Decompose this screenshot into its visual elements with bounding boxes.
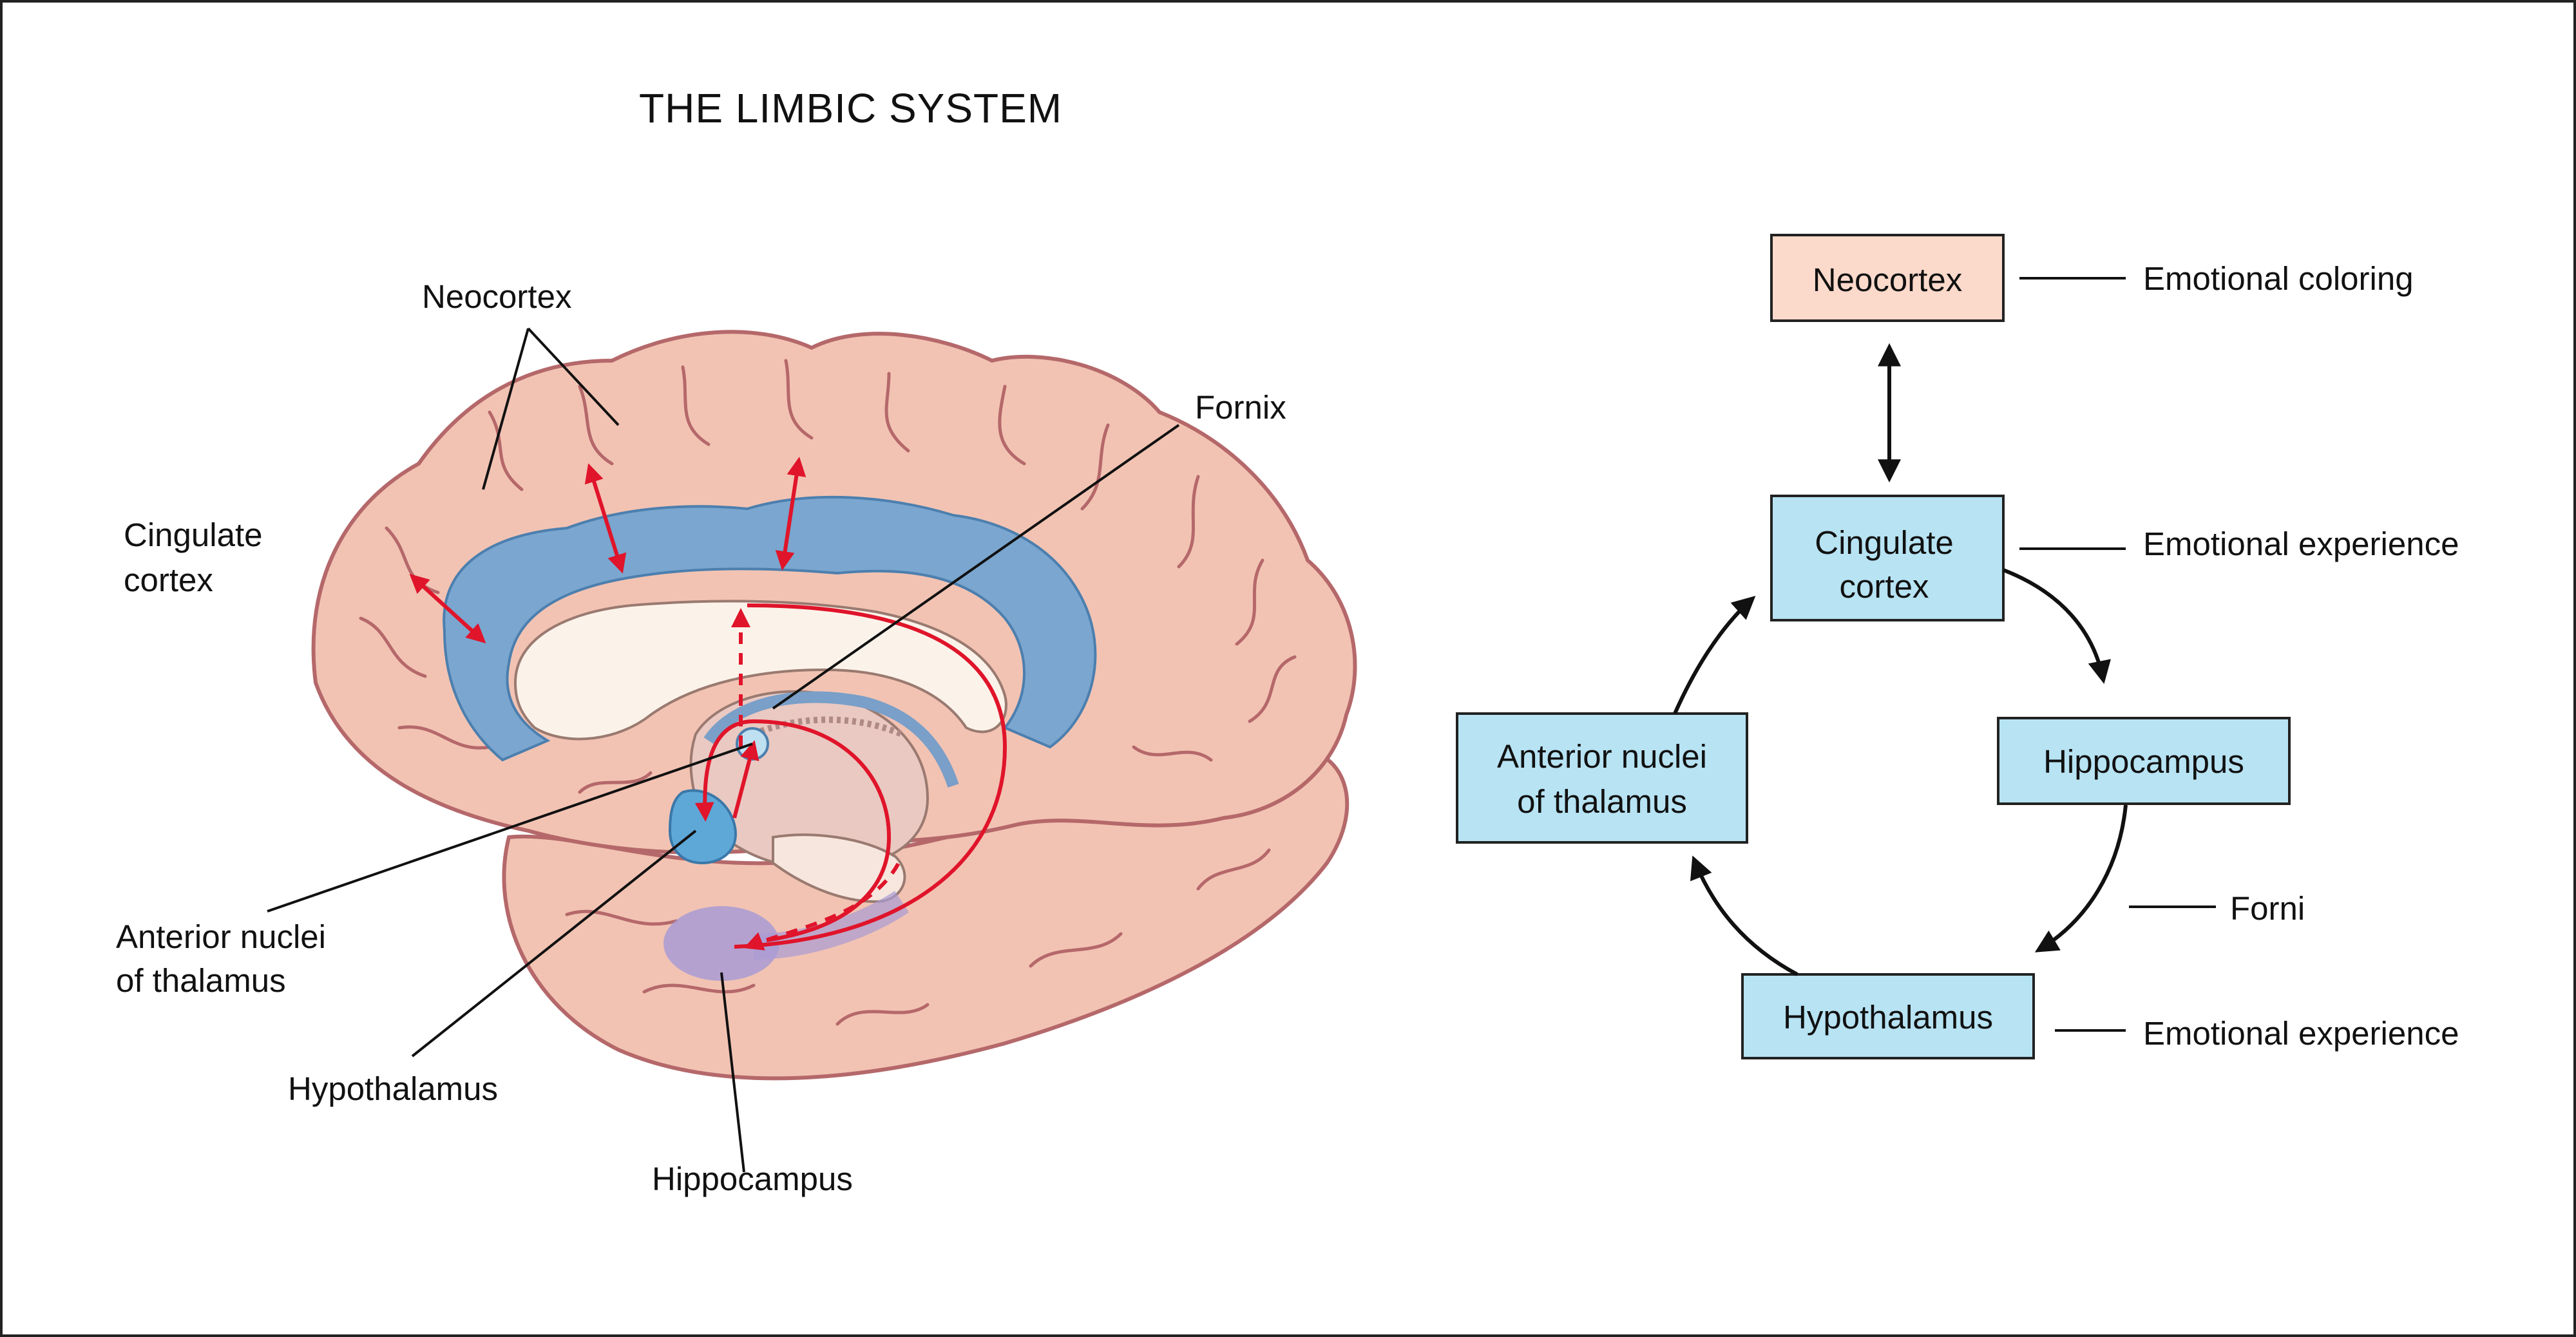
box-anterior-label-line1: Anterior nuclei <box>1497 738 1707 775</box>
box-anterior-label-line2: of thalamus <box>1517 783 1687 820</box>
neocortex-leader-1 <box>482 328 530 490</box>
hippocampus-shape <box>663 906 779 981</box>
brainstem <box>772 833 906 904</box>
cortex-cingulate-arrow-1 <box>409 573 486 644</box>
arrow-anterior-cingulate <box>1673 596 1756 715</box>
label-cingulate-line2: cortex <box>124 562 213 598</box>
label-anterior-nuclei-line2: of thalamus <box>116 962 286 999</box>
brain-illustration <box>311 330 1357 1081</box>
corpus-callosum <box>513 600 1007 741</box>
arrow-hypothalamus-anterior <box>1690 855 1798 976</box>
fornix-leader <box>772 424 1180 710</box>
hypothalamus-thalamus-arrow <box>732 740 759 819</box>
note-cingulate-emotional-experience: Emotional experience <box>2143 526 2459 562</box>
box-hippocampus-label: Hippocampus <box>2043 743 2244 780</box>
box-neocortex <box>1770 234 2005 322</box>
box-cingulate-label-line1: Cingulate <box>1815 524 1953 561</box>
cortex-cingulate-arrow-3 <box>775 457 806 571</box>
hypothalamus-leader <box>411 830 697 1057</box>
note-hypothalamus-emotional-experience: Emotional experience <box>2143 1015 2459 1052</box>
fornix-pathway-arrow <box>694 719 892 942</box>
anterior-nuclei-leader <box>267 743 753 913</box>
label-hypothalamus: Hypothalamus <box>288 1070 498 1107</box>
flow-arrows <box>1673 343 2128 976</box>
fornix-arch <box>703 691 959 788</box>
box-cingulate-cortex <box>1770 495 2005 621</box>
note-forni: Forni <box>2230 890 2305 927</box>
hypothalamus-shape <box>668 789 737 865</box>
hippocampus-leader <box>720 972 745 1173</box>
papez-pathway-arrows <box>409 457 1007 951</box>
diagram-title: THE LIMBIC SYSTEM <box>639 85 1062 131</box>
arrow-cingulate-hippocampus <box>2002 568 2111 685</box>
leader-lines <box>267 327 1180 1173</box>
box-cingulate-label-line2: cortex <box>1840 568 1929 605</box>
neocortex-leader-2 <box>527 327 620 426</box>
box-hippocampus <box>1997 717 2291 805</box>
box-hypothalamus-label: Hypothalamus <box>1783 999 1993 1036</box>
label-fornix: Fornix <box>1195 389 1286 426</box>
papez-circuit-flow: Neocortex Cingulate cortex Hippocampus H… <box>1456 234 2459 1059</box>
hippocampus-cingulate-arrow <box>734 603 1007 949</box>
label-anterior-nuclei-line1: Anterior nuclei <box>116 918 326 955</box>
label-cingulate-line1: Cingulate <box>124 517 262 553</box>
box-hypothalamus <box>1741 973 2035 1059</box>
hippocampus-dashed-arrow <box>743 855 904 951</box>
arrow-hippocampus-hypothalamus <box>2034 804 2128 953</box>
box-anterior-nuclei <box>1456 712 1748 844</box>
note-emotional-coloring: Emotional coloring <box>2143 260 2414 297</box>
label-neocortex: Neocortex <box>422 278 571 315</box>
box-neocortex-label: Neocortex <box>1813 261 1962 298</box>
fornix-texture <box>752 716 903 737</box>
cortex-cingulate-arrow-2 <box>584 463 627 574</box>
label-hippocampus: Hippocampus <box>652 1161 853 1197</box>
note-lines <box>2019 277 2216 1032</box>
